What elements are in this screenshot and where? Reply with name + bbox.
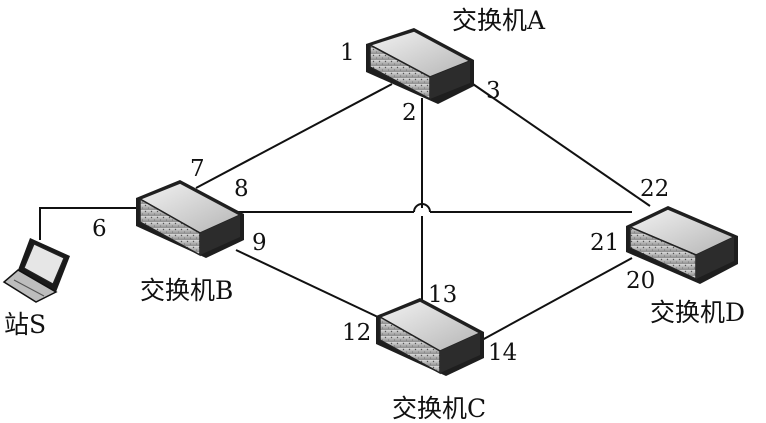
port-label-13: 13 [428, 282, 458, 308]
switch-b-label: 交换机B [140, 276, 234, 305]
links [39, 81, 651, 341]
link-c-d [481, 257, 633, 341]
port-label-2: 2 [402, 100, 417, 126]
port-label-14: 14 [488, 340, 518, 366]
port-label-7: 7 [190, 156, 205, 182]
port-label-8: 8 [234, 176, 249, 202]
port-label-9: 9 [252, 230, 267, 256]
link-a-d [469, 81, 651, 207]
switch-d-label: 交换机D [650, 298, 746, 327]
port-label-1: 1 [340, 40, 355, 66]
link-a-b [195, 83, 393, 189]
switch-b-icon[interactable] [136, 180, 244, 258]
laptop-icon[interactable] [2, 238, 70, 303]
switch-d-icon[interactable] [626, 206, 738, 284]
port-label-12: 12 [342, 320, 372, 346]
link-crossover-hop [413, 203, 431, 213]
switch-a-icon[interactable] [366, 28, 474, 104]
switch-c-icon[interactable] [376, 298, 484, 376]
port-label-22: 22 [640, 176, 670, 202]
link-b-c [235, 249, 381, 319]
switch-c-label: 交换机C [392, 394, 487, 423]
port-label-21: 21 [590, 230, 620, 256]
station-s-label: 站S [4, 310, 47, 339]
port-label-3: 3 [486, 78, 501, 104]
port-label-20: 20 [626, 268, 656, 294]
port-label-6: 6 [92, 216, 107, 242]
switch-a-label: 交换机A [452, 6, 546, 35]
link-s-b [39, 207, 140, 240]
